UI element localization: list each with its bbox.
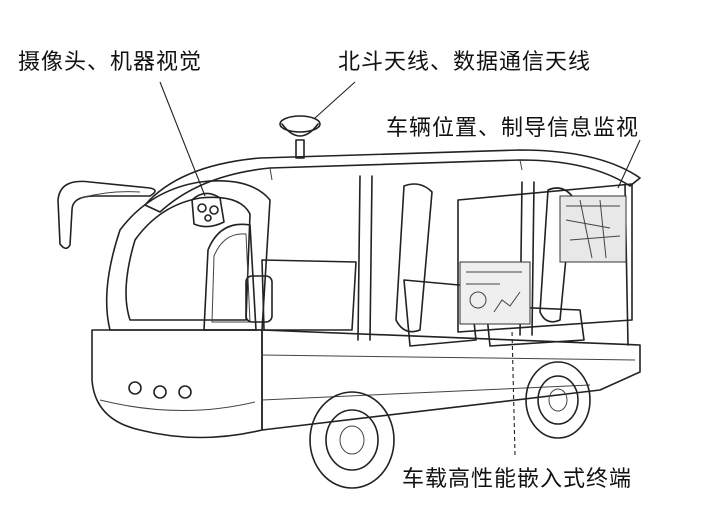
camera-leader — [159, 81, 206, 197]
camera-label: 摄像头、机器视觉 — [18, 50, 203, 75]
monitor-leader — [617, 139, 641, 189]
terminal-label: 车载高性能嵌入式终端 — [402, 467, 633, 492]
antenna — [279, 115, 321, 159]
leader-lines — [159, 81, 641, 456]
camera-unit — [191, 192, 225, 228]
front-cabin — [105, 180, 271, 331]
antenna-label: 北斗天线、数据通信天线 — [338, 50, 592, 75]
front-bumper — [91, 329, 263, 439]
monitor-label: 车辆位置、制导信息监视 — [386, 116, 640, 141]
seats — [261, 183, 585, 347]
side-mirror — [245, 275, 273, 323]
front-wheel — [309, 391, 395, 489]
rear-wheel — [525, 361, 591, 439]
terminal-leader — [511, 329, 516, 456]
bus-roof — [144, 149, 641, 213]
monitor-screens — [457, 183, 633, 333]
front-door — [203, 223, 257, 331]
side-body — [261, 329, 641, 431]
antenna-leader — [314, 81, 356, 119]
front-canopy — [57, 180, 156, 250]
